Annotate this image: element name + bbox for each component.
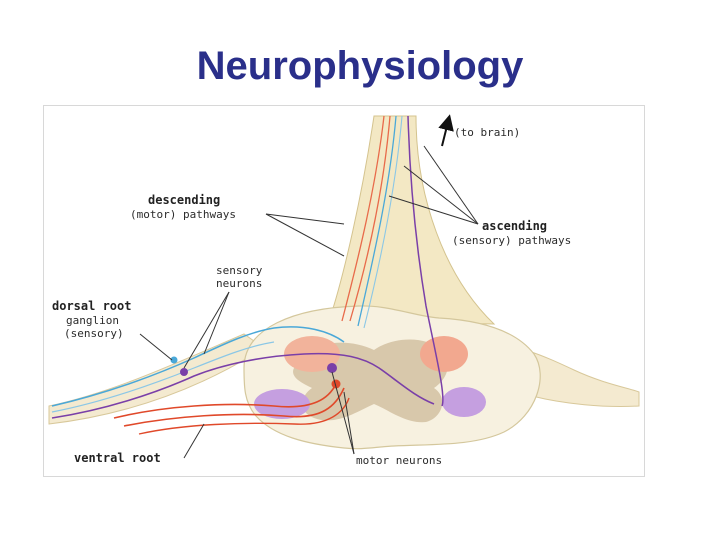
leader-sensory-1 — [183, 291, 230, 369]
motor-route-1 — [113, 383, 337, 419]
leader-sensory-2 — [203, 291, 230, 355]
leader-ascending-3 — [388, 195, 479, 225]
sensory-tract-left — [254, 389, 310, 419]
motor-neuron-body-1 — [327, 363, 337, 373]
ventral-root-label: ventral root — [74, 451, 161, 465]
spinal-cord-diagram: (to brain) descending (motor) pathways s… — [44, 106, 644, 476]
afferent-pathway-line-2 — [363, 115, 403, 329]
leader-motor-2 — [343, 391, 355, 455]
slide-title: Neurophysiology — [196, 44, 524, 88]
motor-neurons-label: motor neurons — [356, 454, 442, 467]
sensory-label-1: sensory — [216, 264, 263, 277]
to-brain-label: (to brain) — [454, 126, 520, 139]
to-brain-arrow — [438, 114, 454, 147]
motor-horn-right — [420, 336, 468, 372]
leader-dorsal — [139, 333, 173, 361]
descending-pathway-line-1 — [341, 115, 385, 322]
leader-ascending-2 — [423, 145, 479, 225]
dorsal-root-sub1-label: ganglion — [66, 314, 119, 327]
motor-neuron-body-2 — [331, 379, 341, 389]
spinal-tract — [328, 115, 496, 325]
dorsal-root-title-label: dorsal root — [52, 299, 131, 313]
descending-sub-label: (motor) pathways — [130, 208, 236, 221]
sensory-route — [51, 352, 435, 419]
leader-ascending-1 — [403, 165, 479, 225]
descending-pathway-line-2 — [349, 115, 391, 322]
leader-motor-1 — [331, 371, 355, 455]
ganglion-cell-body-1 — [180, 368, 188, 376]
afferent-route — [51, 326, 345, 407]
afferent-pathway-line-1 — [357, 115, 397, 327]
leader-descending-2 — [265, 213, 345, 257]
diagram-canvas: (to brain) descending (motor) pathways s… — [48, 114, 640, 467]
afferent-route-2 — [51, 341, 275, 413]
ascending-sub-label: (sensory) pathways — [452, 234, 571, 247]
sensory-label-2: neurons — [216, 277, 262, 290]
leader-descending-1 — [265, 213, 345, 225]
ganglion-cell-body-2 — [170, 356, 178, 364]
motor-route-2 — [123, 387, 345, 427]
motor-route-3 — [138, 397, 350, 435]
leader-ventral — [183, 423, 205, 459]
dorsal-root-sub2-label: (sensory) — [64, 327, 124, 340]
descending-title-label: descending — [148, 193, 220, 207]
sensory-tract-right — [442, 387, 486, 417]
ascending-title-label: ascending — [482, 219, 547, 233]
